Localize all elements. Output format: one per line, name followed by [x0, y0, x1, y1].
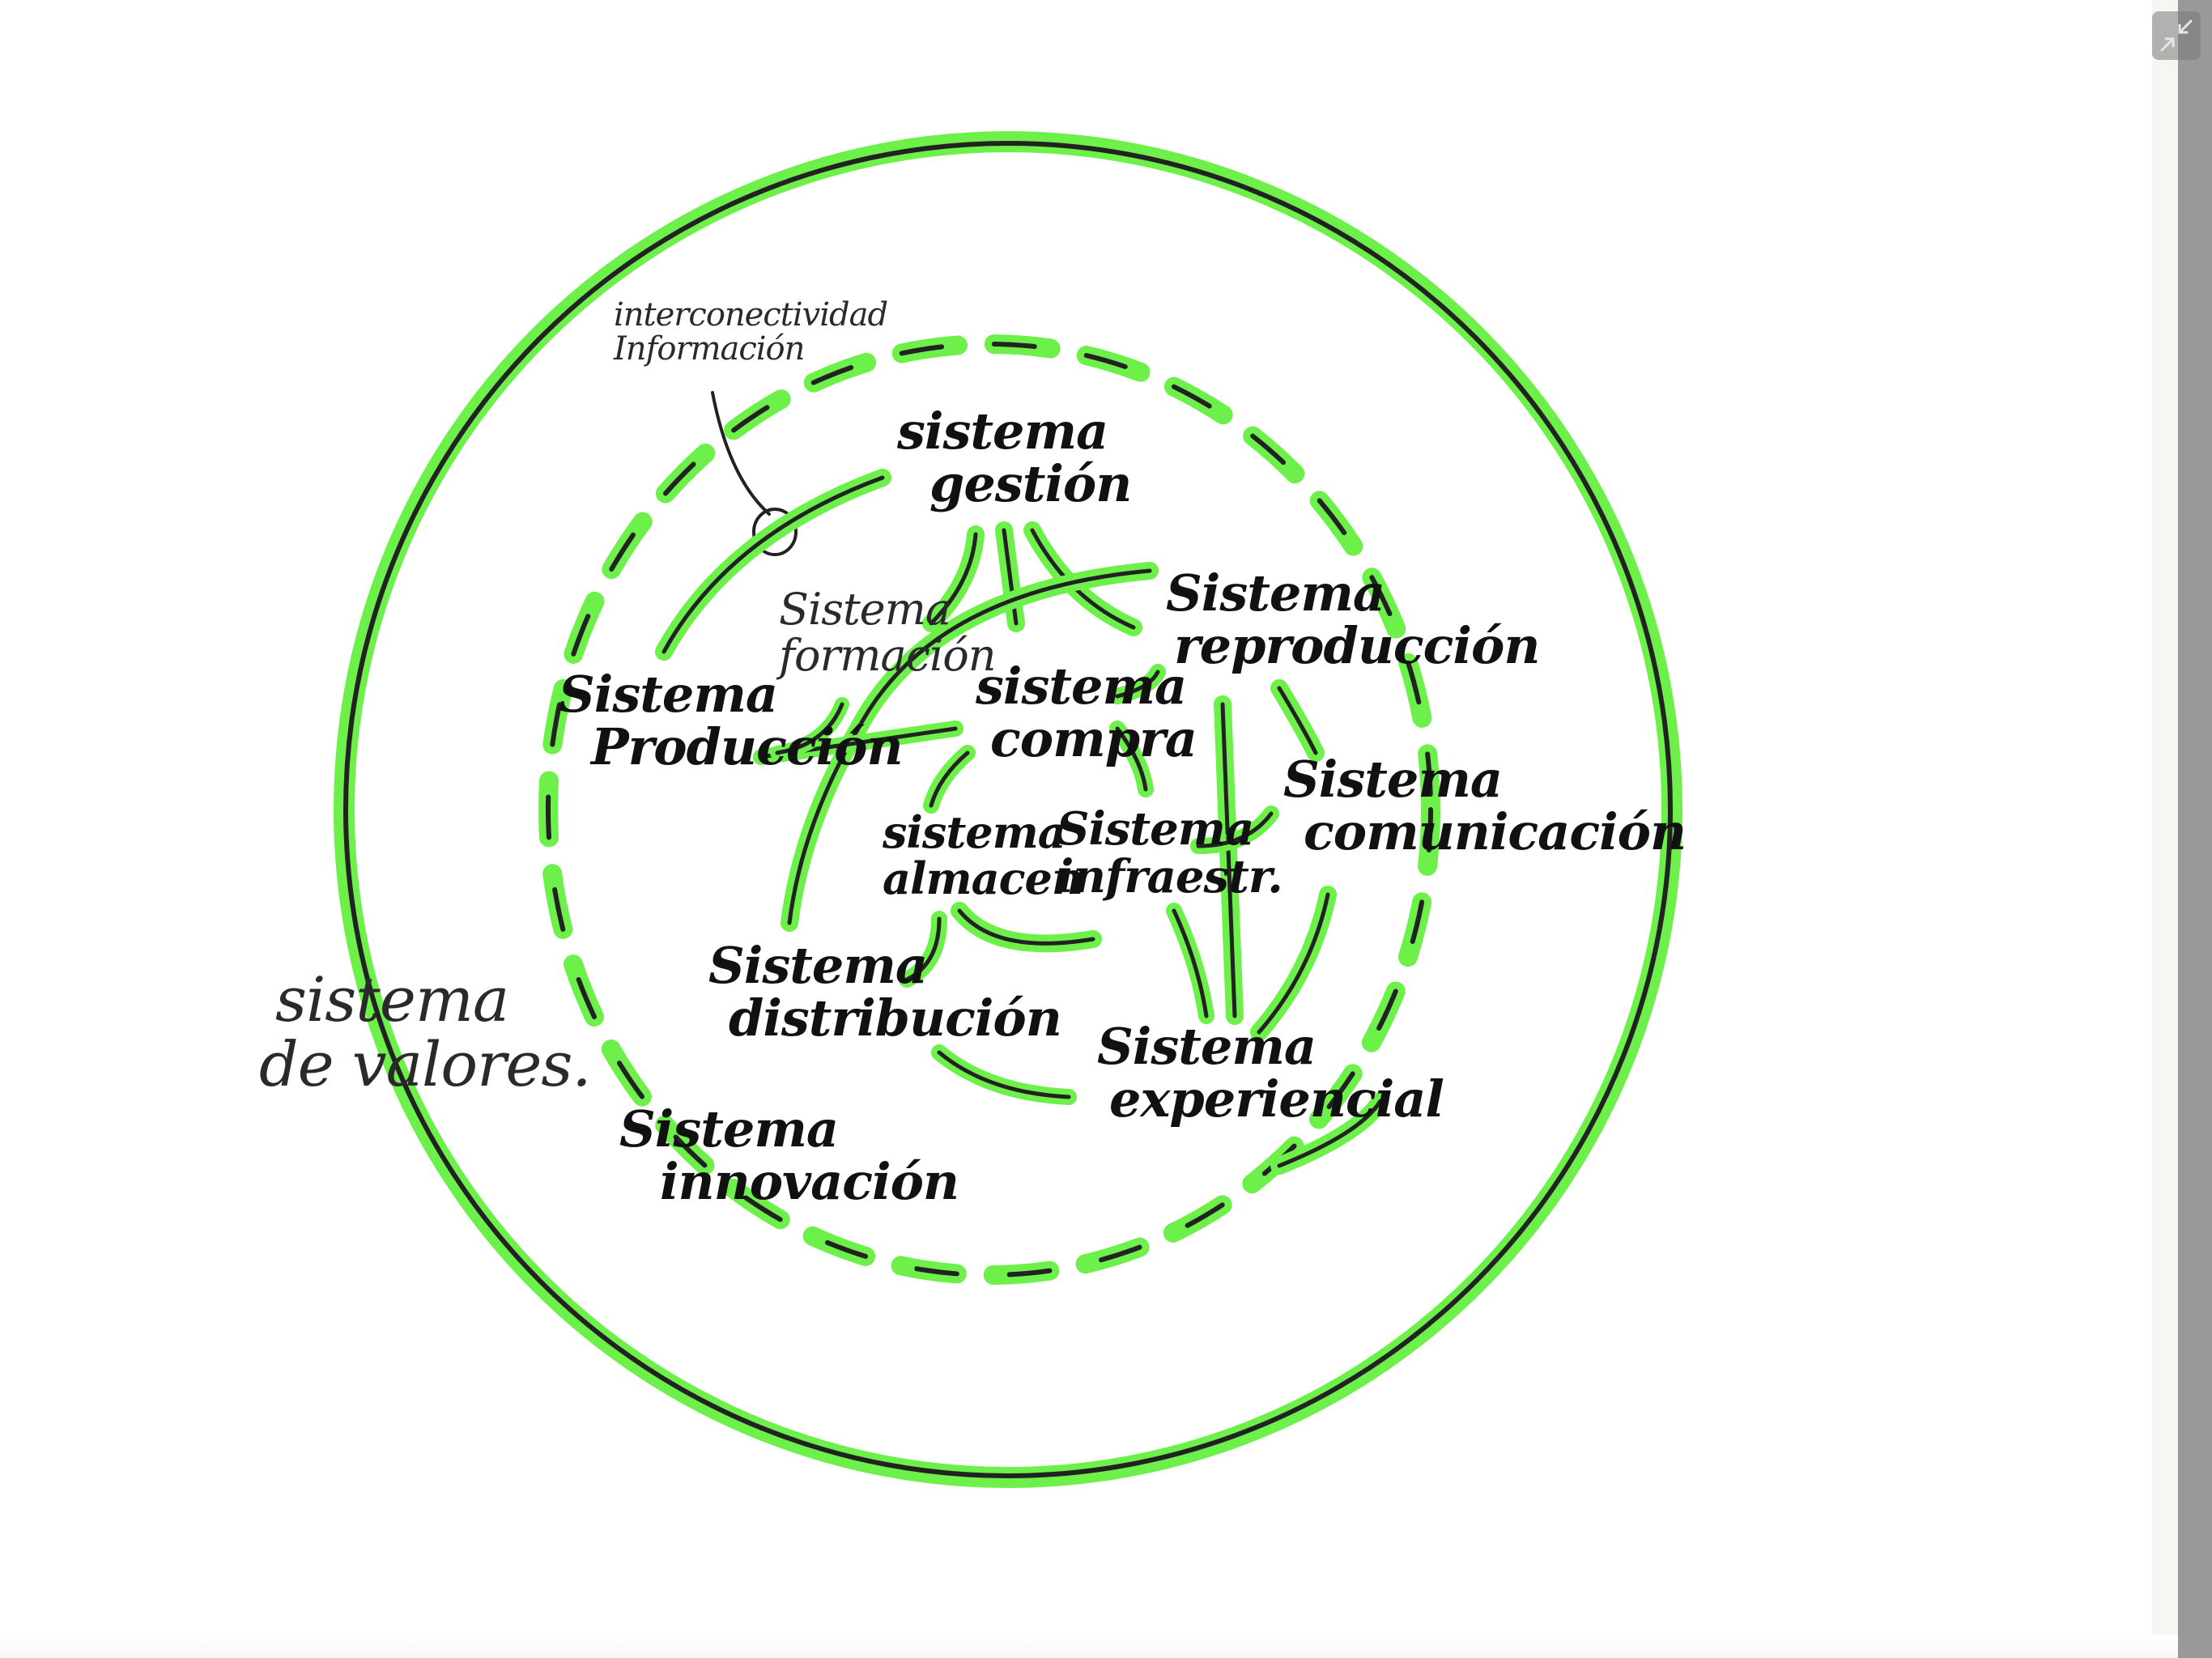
dashed-middle-circle — [538, 334, 1440, 1285]
annotation-circle — [752, 508, 798, 556]
annotation-label: interconectividad Información — [614, 296, 888, 368]
node-compra-line1: sistema — [976, 657, 1187, 716]
node-innovacion-line2: innovación — [660, 1152, 959, 1212]
node-comunicacion-line1: Sistema — [1283, 750, 1503, 809]
node-almacen-line2: almacen — [883, 852, 1083, 904]
node-gestion-line1: sistema — [897, 402, 1108, 461]
node-infraestructura: Sistema infraestr. — [1057, 806, 1283, 901]
node-distribucion-line1: Sistema — [708, 936, 928, 995]
node-almacen: sistema almacen — [883, 810, 1083, 901]
node-innovacion-line1: Sistema — [619, 1099, 839, 1158]
node-compra-line2: compra — [990, 709, 1197, 769]
outer-label-line1: sistema — [275, 963, 509, 1035]
node-formacion-line2: formación — [779, 629, 997, 681]
annotation-line1: interconectividad — [614, 296, 888, 334]
node-comunicacion-line2: comunicación — [1304, 802, 1687, 862]
annotation-line2: Información — [614, 330, 805, 368]
scroll-rail[interactable] — [2178, 0, 2212, 1658]
node-experiencial-line2: experiencial — [1109, 1069, 1444, 1129]
node-distribucion: Sistema distribución — [708, 936, 1062, 1048]
node-infraestructura-line2: infraestr. — [1057, 849, 1283, 903]
outer-circle — [334, 131, 1682, 1488]
page-edge — [2152, 0, 2178, 1658]
outer-label-line2: de valores. — [259, 1027, 592, 1100]
node-distribucion-line2: distribución — [729, 988, 1062, 1048]
collapse-fullscreen-button[interactable] — [2152, 11, 2201, 60]
annotation-pointer — [711, 391, 771, 516]
node-comunicacion: Sistema comunicación — [1283, 750, 1687, 862]
node-produccion: Sistema Producción — [559, 665, 904, 777]
node-reproduccion: Sistema reproducción — [1166, 563, 1540, 676]
node-almacen-line1: sistema — [883, 806, 1066, 858]
outer-label-sistema-de-valores: sistema de valores. — [259, 963, 592, 1100]
node-produccion-line2: Producción — [591, 717, 904, 777]
node-experiencial-line1: Sistema — [1097, 1017, 1317, 1076]
connections — [655, 391, 1389, 1175]
node-reproduccion-line1: Sistema — [1166, 563, 1385, 623]
node-formacion: Sistema formación — [779, 584, 997, 681]
node-gestion-line2: gestión — [929, 454, 1132, 514]
node-formacion-line1: Sistema — [779, 584, 951, 635]
node-compra: sistema compra — [976, 660, 1197, 765]
collapse-arrows-icon — [2160, 19, 2193, 52]
page-bottom-edge — [0, 1635, 2178, 1658]
node-produccion-line1: Sistema — [559, 665, 778, 724]
node-gestion: sistema gestión — [897, 402, 1132, 514]
node-innovacion: Sistema innovación — [619, 1103, 959, 1208]
node-infraestructura-line1: Sistema — [1057, 802, 1254, 856]
node-reproduccion-line2: reproducción — [1174, 616, 1540, 676]
node-experiencial: Sistema experiencial — [1097, 1020, 1444, 1125]
